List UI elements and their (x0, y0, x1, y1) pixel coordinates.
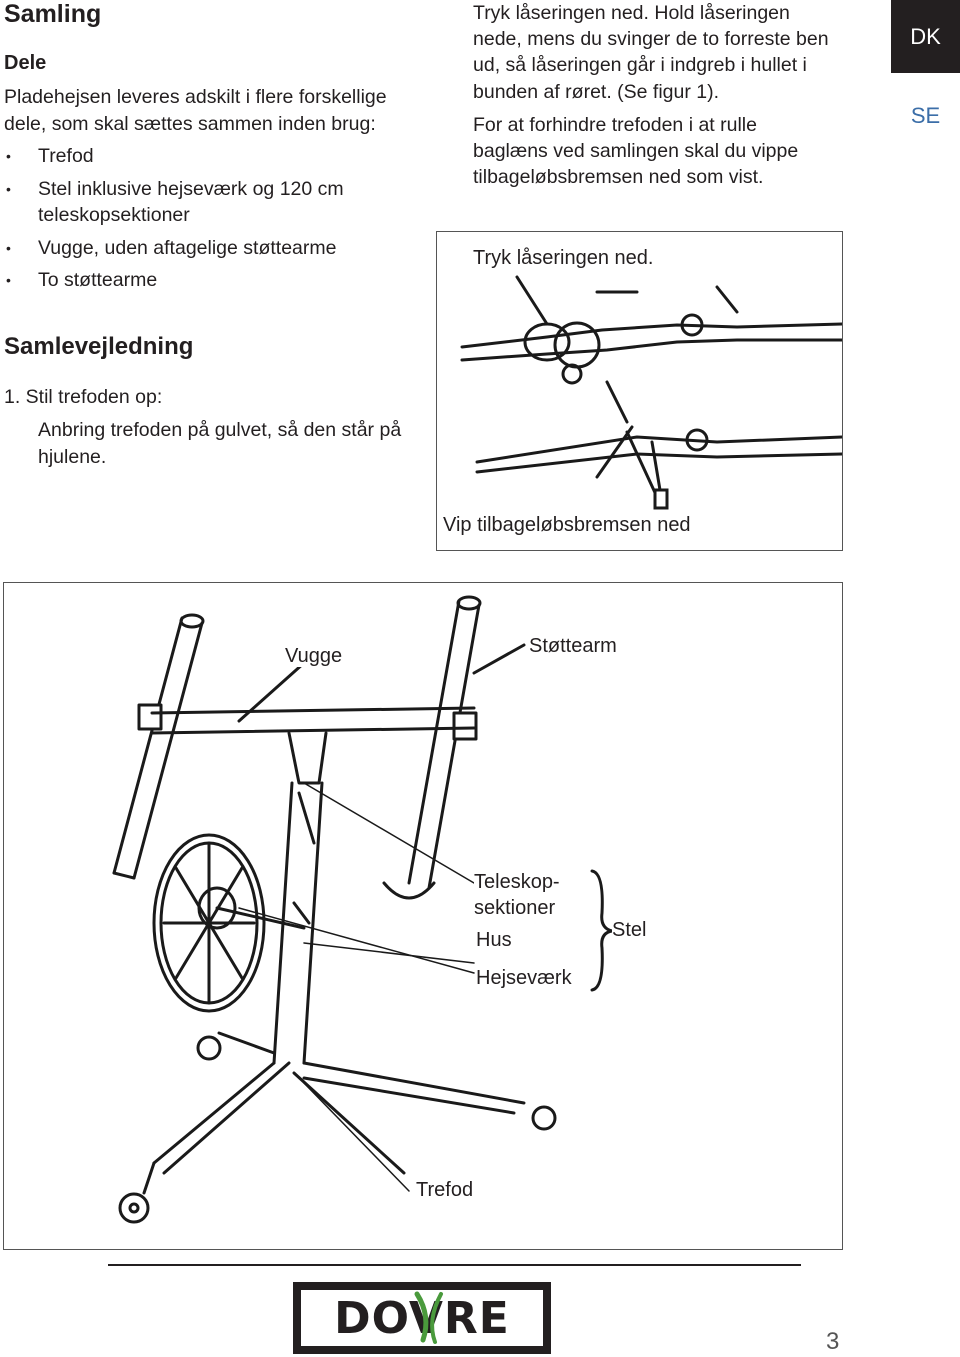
step1-title: 1. Stil trefoden op: (4, 386, 163, 408)
tab-se[interactable]: SE (910, 103, 941, 128)
list-item: Trefod (4, 143, 424, 170)
dovre-logo: DOVRE (293, 1282, 551, 1354)
label-hus: Hus (476, 929, 512, 951)
page-number: 3 (826, 1328, 840, 1355)
footer-rule (108, 1264, 801, 1266)
figure1-label-bottom: Vip tilbageløbsbremsen ned (443, 514, 691, 536)
right-para-1: Tryk låseringen ned. Hold låseringen ned… (473, 2, 829, 103)
label-stottearm: Støttearm (529, 635, 617, 657)
parts-heading: Dele (4, 52, 47, 74)
label-teleskop: Teleskop- sektioner (474, 869, 560, 921)
parts-intro: Pladehejsen leveres adskilt i flere fors… (4, 86, 387, 135)
assembly-heading: Samlevejledning (4, 333, 194, 360)
label-hejsevaerk: Hejseværk (476, 967, 572, 989)
label-vugge: Vugge (285, 645, 343, 667)
label-stel: Stel (612, 919, 647, 941)
step1-text: Anbring trefoden på gulvet, så den står … (38, 419, 402, 468)
list-item: Vugge, uden aftagelige støttearme (4, 235, 424, 262)
figure1-label-top: Tryk låseringen ned. (473, 247, 654, 269)
label-trefod: Trefod (416, 1179, 474, 1201)
tab-dk[interactable]: DK (891, 0, 960, 73)
figure1: Tryk låseringen ned. Vip tilbageløbsbrem… (436, 231, 843, 551)
page-title: Samling (4, 0, 102, 28)
right-para-2: For at forhindre trefoden i at rulle bag… (473, 114, 799, 189)
list-item: Stel inklusive hejseværk og 120 cm teles… (4, 176, 368, 229)
list-item: To støttearme (4, 267, 424, 294)
figure2-drawing (112, 595, 614, 1224)
parts-list: Trefod Stel inklusive hejseværk og 120 c… (4, 143, 424, 300)
figure1-drawing (460, 275, 842, 534)
logo-leaf-icon (414, 1291, 443, 1344)
figure2: Vugge Støttearm Teleskop- sektioner Hus … (3, 582, 843, 1250)
